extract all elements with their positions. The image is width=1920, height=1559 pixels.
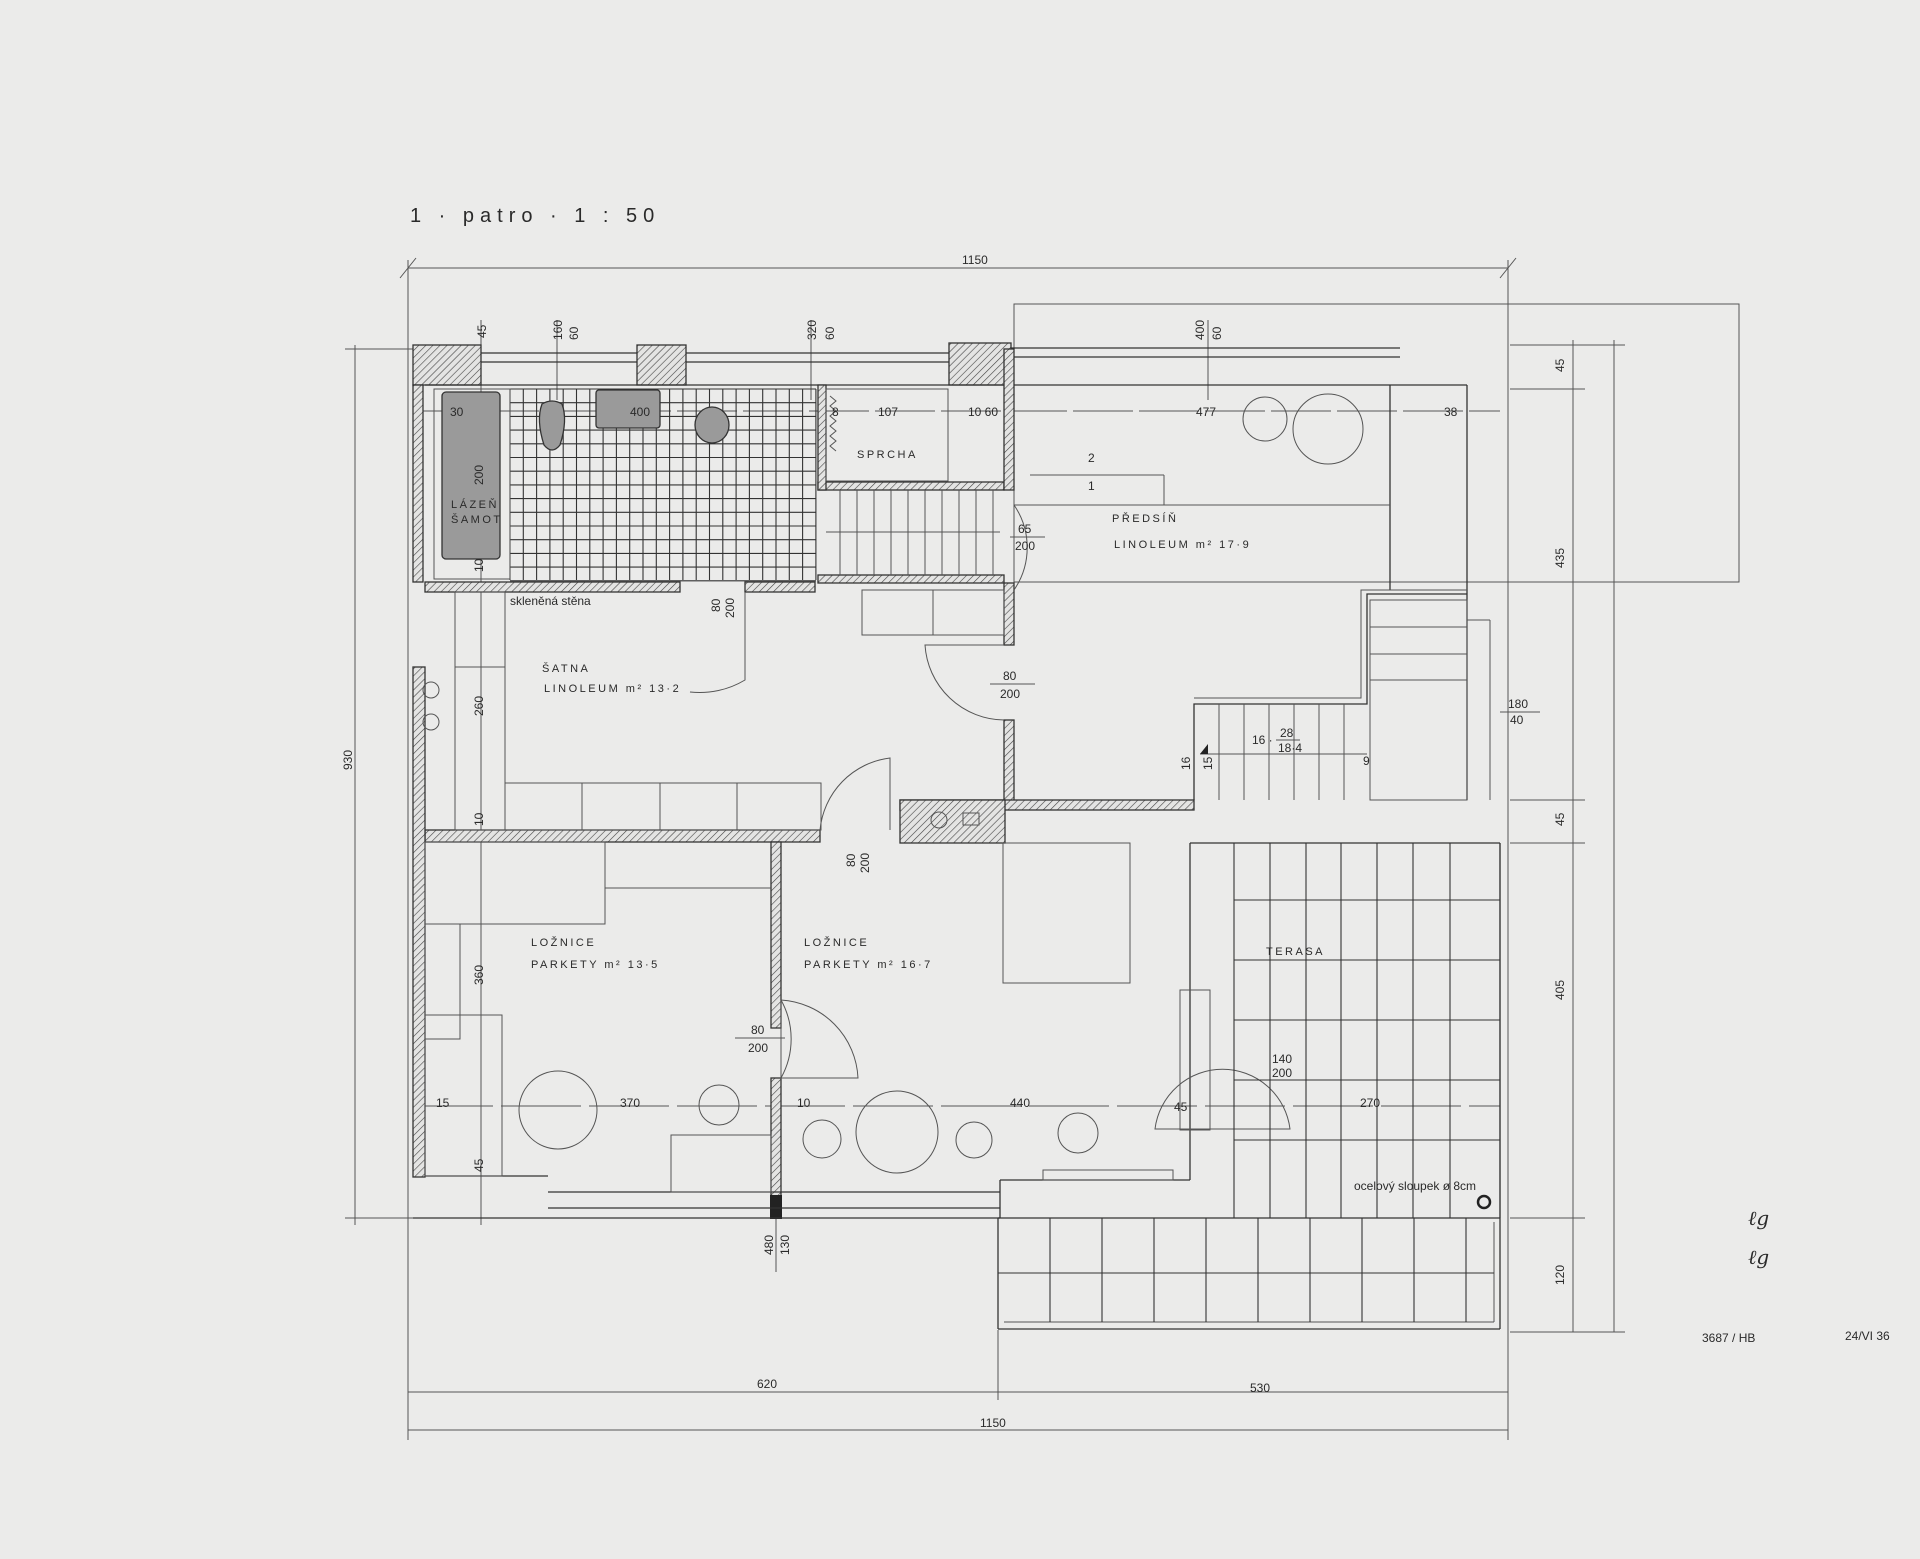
drawing-number: 3687 / HB: [1702, 1331, 1755, 1345]
dim-400: 400: [630, 405, 650, 419]
dim-38: 38: [1444, 405, 1458, 419]
dim-30: 30: [450, 405, 464, 419]
win3-height: 60: [1210, 326, 1224, 340]
dim-right-405: 405: [1553, 980, 1567, 1000]
stair-step-15: 15: [1201, 756, 1215, 770]
dim-left-10-a: 10: [472, 558, 486, 572]
dim-bottom-total: 1150: [980, 1416, 1006, 1430]
room-bedroom-right-name: LOŽNICE: [804, 936, 869, 949]
door-hall-width: 65: [1018, 522, 1032, 536]
glass-wall-note: skleněná stěna: [510, 594, 591, 608]
dim-440: 440: [1010, 1096, 1030, 1110]
dim-right-435: 435: [1553, 548, 1567, 568]
dim-top-total: 1150: [962, 253, 988, 267]
dim-left-200: 200: [472, 465, 486, 485]
stair-riser: 18·4: [1278, 741, 1302, 755]
room-bath-name: LÁZEŇ: [451, 498, 499, 511]
room-wardrobe-name: ŠATNA: [542, 662, 590, 675]
dim-left-45-top: 45: [475, 324, 489, 338]
terrace-paving: [997, 843, 1501, 1330]
steel-column: [1476, 1194, 1492, 1210]
room-hall-floor: LINOLEUM m² 17·9: [1114, 539, 1251, 551]
shower-stall: [825, 388, 949, 482]
tables-and-chairs: [518, 393, 1364, 1174]
rail-width: 180: [1508, 697, 1528, 711]
room-bedroom-left-name: LOŽNICE: [531, 936, 596, 949]
room-hall-name: PŘEDSÍŇ: [1112, 512, 1178, 525]
dim-bottom-right: 530: [1250, 1381, 1270, 1395]
step-2-label: 2: [1088, 451, 1095, 465]
dim-107: 107: [878, 405, 898, 419]
initials-signature: ℓg: [1748, 1245, 1769, 1269]
rail-height: 40: [1510, 713, 1524, 727]
vertical-dimension-labels: 930 45 200 10 260 10 360 45 45 435 45 40…: [341, 320, 1567, 1285]
dim-right-120: 120: [1553, 1265, 1567, 1285]
win3-width: 400: [1193, 320, 1207, 340]
room-terrace-name: TERASA: [1266, 946, 1325, 958]
dim-370: 370: [620, 1096, 640, 1110]
built-in-cabinets: [422, 589, 1211, 1193]
bathtub-frame: [433, 388, 511, 580]
bidet: [538, 400, 566, 451]
bathtub: [441, 391, 501, 560]
service-stair: [826, 490, 1000, 575]
stair-count: 16 ·: [1252, 733, 1273, 747]
door-hall-height: 200: [1015, 539, 1035, 553]
win4-width: 480: [762, 1235, 776, 1255]
dim-bottom-left: 620: [757, 1377, 777, 1391]
win2-width: 320: [805, 320, 819, 340]
stair-step-9: 9: [1363, 754, 1370, 768]
dimension-labels: 1150 620 530 1150 30 400 8 107 10 60 477…: [436, 253, 1540, 1430]
walls: [412, 342, 1500, 1219]
win1-height: 60: [567, 326, 581, 340]
dim-10-60: 10 60: [968, 405, 998, 419]
dim-left-260: 260: [472, 696, 486, 716]
column-note: ocelový sloupek ø 8cm: [1354, 1179, 1476, 1193]
dim-270: 270: [1360, 1096, 1380, 1110]
door-terrace-height: 200: [1272, 1066, 1292, 1080]
toilet: [694, 406, 730, 444]
win2-height: 60: [823, 326, 837, 340]
win1-width: 160: [551, 320, 565, 340]
dim-left-45-bottom: 45: [472, 1158, 486, 1172]
initials-signature: ℓg: [1748, 1206, 1769, 1230]
dim-477: 477: [1196, 405, 1216, 419]
shower-curtain: [829, 395, 837, 452]
door-terrace-width: 140: [1272, 1052, 1292, 1066]
door-bath-height: 200: [723, 598, 737, 618]
dim-45: 45: [1174, 1100, 1188, 1114]
door-bath-width: 80: [709, 598, 723, 612]
stair-step-16: 16: [1179, 756, 1193, 770]
dim-10: 10: [797, 1096, 811, 1110]
win4-height: 130: [778, 1235, 792, 1255]
door-wardrobe-width: 80: [1003, 669, 1017, 683]
door-swings: [689, 504, 1291, 1130]
dim-left-total: 930: [341, 750, 355, 770]
dim-left-360: 360: [472, 965, 486, 985]
drawing-date: 24/VI 36: [1845, 1329, 1890, 1343]
dim-15: 15: [436, 1096, 450, 1110]
drawing-title: 1 · patro · 1 : 50: [410, 205, 660, 227]
room-bedroom-left-floor: PARKETY m² 13·5: [531, 959, 660, 971]
room-bath-material: ŠAMOT: [451, 513, 503, 526]
room-bedroom-right-floor: PARKETY m² 16·7: [804, 959, 933, 971]
dim-left-10-b: 10: [472, 812, 486, 826]
stair-tread: 28: [1280, 726, 1294, 740]
main-stair: [1014, 474, 1491, 801]
room-shower-name: SPRCHA: [857, 449, 918, 461]
door-bed2-width: 80: [844, 853, 858, 867]
dim-right-45-mid: 45: [1553, 812, 1567, 826]
dim-right-45-top: 45: [1553, 358, 1567, 372]
washbasin: [595, 389, 661, 429]
step-1-label: 1: [1088, 479, 1095, 493]
bathroom-tiles: [509, 388, 817, 582]
door-bed1-height: 200: [748, 1041, 768, 1055]
door-bed2-height: 200: [858, 853, 872, 873]
door-bed1-width: 80: [751, 1023, 765, 1037]
door-wardrobe-height: 200: [1000, 687, 1020, 701]
room-labels: LÁZEŇ ŠAMOT SPRCHA PŘEDSÍŇ LINOLEUM m² 1…: [451, 449, 1476, 1193]
dim-8: 8: [832, 405, 839, 419]
room-wardrobe-floor: LINOLEUM m² 13·2: [544, 683, 681, 695]
